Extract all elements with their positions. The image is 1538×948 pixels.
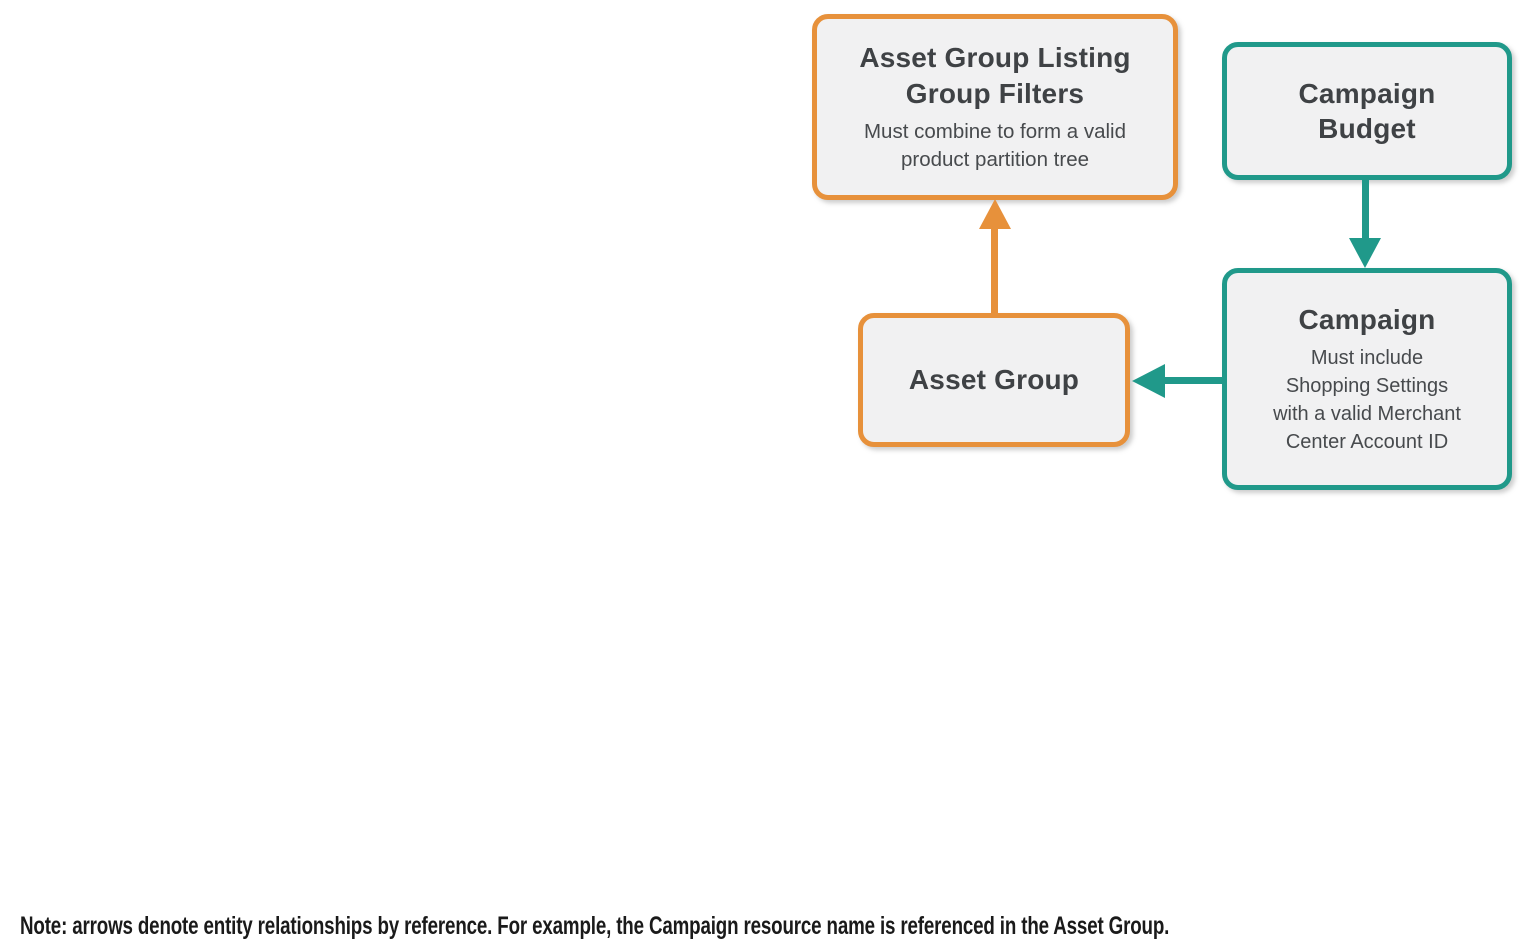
node-campaign: Campaign Must include Shopping Settings … bbox=[1222, 268, 1512, 490]
arrow-down-icon bbox=[1349, 238, 1381, 268]
node-title: Campaign bbox=[1298, 304, 1436, 336]
node-asset-group-listing-group-filters: Asset Group Listing Group Filters Must c… bbox=[812, 14, 1178, 200]
note-text: Note: arrows denote entity relationships… bbox=[20, 912, 1170, 940]
node-asset-group: Asset Group bbox=[858, 313, 1130, 447]
node-title: Asset Group Listing Group Filters bbox=[859, 42, 1131, 109]
node-subtitle: Must combine to form a valid product par… bbox=[863, 119, 1127, 171]
arrow-shaft bbox=[991, 226, 998, 314]
arrow-up-icon bbox=[979, 199, 1011, 229]
node-campaign-budget: Campaign Budget bbox=[1222, 42, 1512, 180]
arrow-shaft bbox=[1362, 179, 1369, 241]
node-subtitle: Must include Shopping Settings with a va… bbox=[1273, 346, 1461, 453]
arrow-shaft bbox=[1164, 377, 1224, 384]
arrow-left-icon bbox=[1132, 364, 1165, 398]
node-title: Asset Group bbox=[908, 364, 1080, 396]
node-title: Campaign Budget bbox=[1298, 77, 1436, 144]
